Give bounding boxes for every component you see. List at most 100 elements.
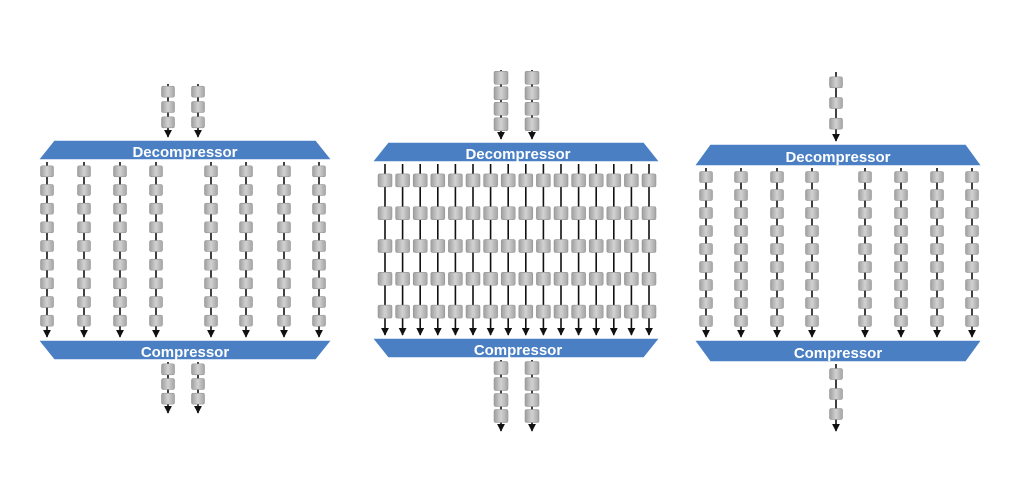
scan-cell	[312, 296, 326, 308]
scan-chain	[965, 168, 979, 338]
scan-cell	[524, 102, 540, 116]
input-channels	[493, 70, 540, 140]
scan-cell	[930, 261, 944, 273]
scan-cell	[553, 239, 569, 253]
scan-cell	[412, 206, 428, 220]
scan-cell	[858, 171, 872, 183]
scan-chain	[312, 162, 326, 338]
scan-cell	[624, 173, 639, 188]
scan-chain	[277, 162, 291, 338]
output-channel	[161, 362, 175, 414]
scan-cell	[805, 297, 819, 309]
scan-cell	[699, 189, 713, 201]
scan-cell	[448, 173, 463, 188]
scan-cell	[858, 315, 872, 327]
compressor-label: Compressor	[141, 344, 230, 361]
scan-cell	[277, 202, 291, 215]
scan-cell	[500, 206, 516, 220]
scan-chains	[699, 168, 979, 338]
scan-cell	[641, 206, 657, 220]
scan-chain	[395, 164, 410, 336]
scan-cell	[204, 296, 218, 308]
scan-cell	[430, 173, 446, 188]
scan-chain	[553, 164, 569, 336]
scan-cell	[805, 315, 819, 327]
scan-cell	[524, 409, 540, 423]
scan-cell	[965, 243, 979, 255]
scan-cell	[377, 239, 393, 253]
scan-cell	[40, 240, 54, 252]
scan-cell	[734, 189, 748, 201]
scan-cell	[40, 277, 54, 290]
scan-cell	[894, 207, 908, 219]
scan-cell	[483, 173, 498, 188]
scan-cell	[571, 304, 586, 319]
output-channels	[829, 364, 843, 432]
scan-cell	[465, 304, 481, 319]
scan-chain	[40, 162, 54, 338]
scan-cell	[395, 206, 410, 220]
scan-cell	[699, 261, 713, 273]
scan-cell	[204, 165, 218, 178]
scan-cell	[395, 173, 410, 188]
scan-cell	[239, 221, 253, 234]
scan-cell	[930, 171, 944, 183]
scan-cell	[734, 171, 748, 183]
compressor-label: Compressor	[474, 342, 563, 359]
scan-cell	[699, 243, 713, 255]
scan-cell	[518, 206, 534, 220]
scan-cell	[40, 202, 54, 215]
scan-cell	[699, 315, 713, 327]
scan-cell	[204, 258, 218, 271]
scan-cell	[493, 361, 509, 375]
scan-cell	[894, 189, 908, 201]
scan-cell	[518, 239, 534, 253]
scan-cell	[483, 206, 498, 220]
scan-cell	[770, 207, 784, 219]
scan-cell	[965, 207, 979, 219]
scan-cell	[312, 258, 326, 271]
compressor-label: Compressor	[794, 345, 883, 362]
scan-cell	[858, 261, 872, 273]
scan-cell	[930, 189, 944, 201]
scan-cell	[606, 239, 622, 253]
scan-cell	[161, 101, 175, 113]
scan-cell	[588, 239, 604, 253]
scan-cell	[77, 221, 91, 234]
scan-cell	[858, 207, 872, 219]
scan-cell	[553, 272, 569, 286]
scan-cell	[829, 97, 843, 109]
scan-cell	[536, 304, 551, 319]
diagram-2: Decompressor Compressor	[370, 70, 662, 432]
scan-cell	[377, 304, 393, 319]
scan-cell	[858, 189, 872, 201]
scan-cell	[518, 304, 534, 319]
scan-cell	[493, 393, 509, 407]
scan-cell	[858, 225, 872, 237]
scan-cell	[805, 189, 819, 201]
scan-chain	[430, 164, 446, 336]
scan-chains	[377, 164, 657, 336]
scan-cell	[770, 189, 784, 201]
decompressor-label: Decompressor	[132, 144, 237, 161]
scan-cell	[40, 258, 54, 271]
scan-cell	[571, 173, 586, 188]
scan-cell	[894, 279, 908, 291]
scan-cell	[412, 173, 428, 188]
input-channel	[829, 72, 843, 142]
scan-cell	[606, 173, 622, 188]
decompressor-bar	[36, 139, 334, 161]
scan-cell	[571, 206, 586, 220]
scan-chain	[377, 164, 393, 336]
scan-chain	[606, 164, 622, 336]
scan-cell	[312, 314, 326, 327]
scan-cell	[430, 304, 446, 319]
scan-cell	[500, 239, 516, 253]
scan-cell	[412, 304, 428, 319]
output-channels	[161, 362, 205, 414]
scan-cell	[113, 221, 127, 234]
scan-cell	[553, 173, 569, 188]
scan-cell	[161, 392, 175, 405]
scan-cell	[965, 279, 979, 291]
